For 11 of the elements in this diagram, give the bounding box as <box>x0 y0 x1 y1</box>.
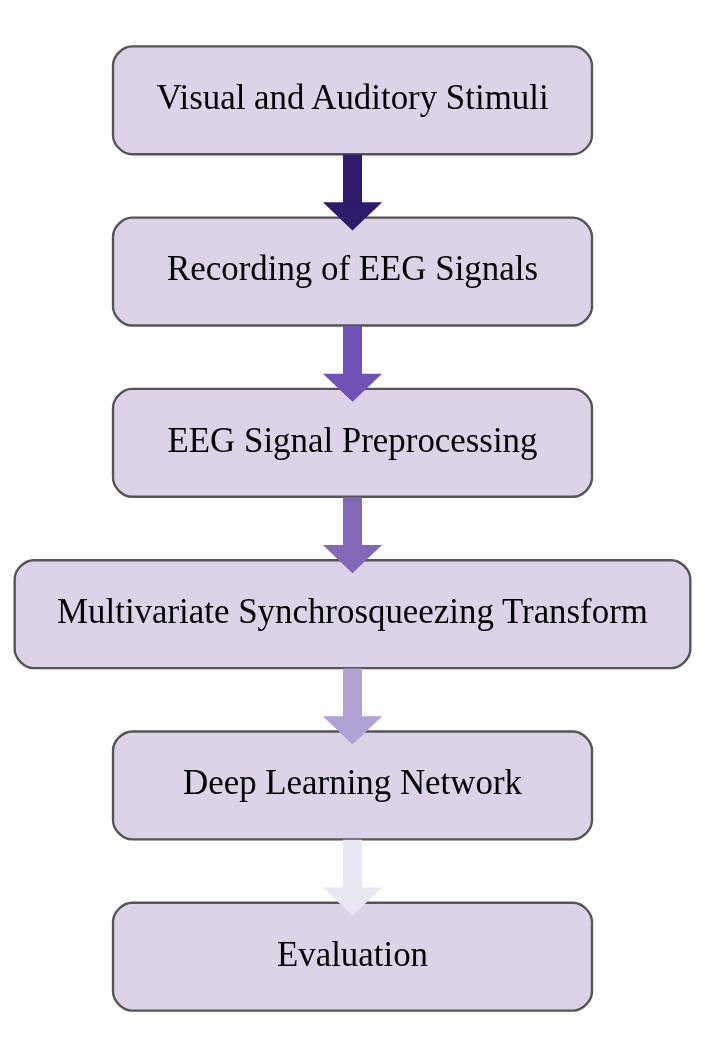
node-box: Recording of EEG Signals <box>111 216 594 327</box>
node-box: Multivariate Synchrosqueezing Transform <box>13 559 692 670</box>
node-box: Deep Learning Network <box>111 730 594 841</box>
arrow <box>322 668 383 745</box>
arrow <box>322 839 383 916</box>
arrow <box>322 497 383 574</box>
arrow <box>322 154 383 231</box>
node-box: Evaluation <box>111 901 594 1012</box>
node-box: Visual and Auditory Stimuli <box>111 45 594 156</box>
arrow <box>322 325 383 402</box>
node-box: EEG Signal Preprocessing <box>111 387 594 498</box>
